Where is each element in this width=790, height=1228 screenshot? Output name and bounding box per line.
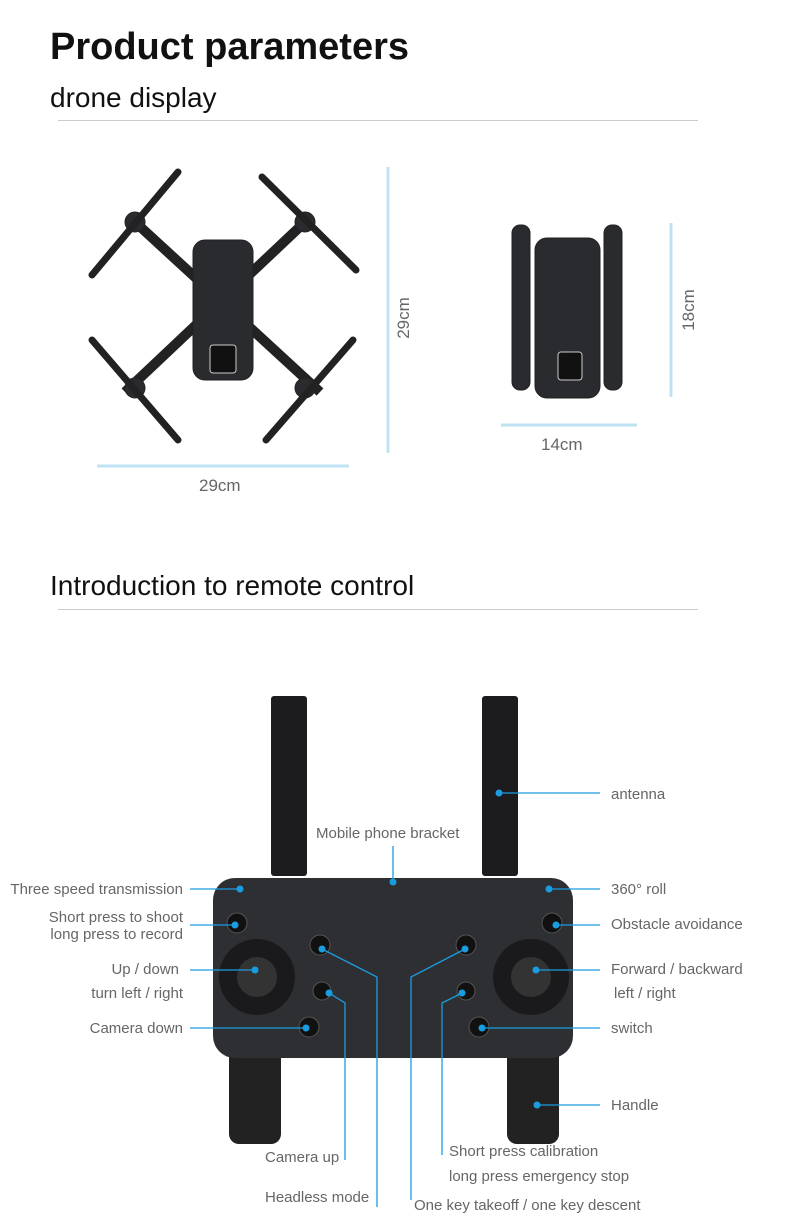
unfolded-length: 29cm xyxy=(393,297,413,339)
label-calib-2: long press emergency stop xyxy=(449,1168,630,1185)
remote-control-image xyxy=(213,696,573,1144)
label-three-speed: Three speed transmission xyxy=(10,881,183,898)
antenna-right xyxy=(482,696,518,876)
label-antenna: antenna xyxy=(611,786,666,803)
label-obstacle: Obstacle avoidance xyxy=(611,916,743,933)
unfolded-width: 29cm xyxy=(199,476,241,495)
divider xyxy=(58,120,698,121)
callout-lines xyxy=(190,792,600,1207)
label-bracket: Mobile phone bracket xyxy=(316,825,460,842)
folded-width: 14cm xyxy=(541,435,583,454)
drone-folded-image xyxy=(511,224,623,399)
label-turn: turn left / right xyxy=(91,985,183,1002)
divider xyxy=(58,609,698,610)
label-calib-1: Short press calibration xyxy=(449,1143,599,1160)
label-camera-up: Camera up xyxy=(265,1149,340,1166)
label-roll: 360° roll xyxy=(611,881,667,898)
drone-unfolded-image xyxy=(88,168,360,444)
label-switch: switch xyxy=(611,1020,653,1037)
label-leftright: left / right xyxy=(614,985,676,1002)
label-camera-down: Camera down xyxy=(89,1020,183,1037)
label-headless: Headless mode xyxy=(265,1189,370,1206)
section-title-drone: drone display xyxy=(50,82,217,113)
folded-length: 18cm xyxy=(678,289,698,331)
antenna-left xyxy=(271,696,307,876)
dimension-lines xyxy=(97,167,673,468)
label-updown: Up / down xyxy=(111,961,179,978)
section-title-remote: Introduction to remote control xyxy=(50,570,415,601)
label-forward: Forward / backward xyxy=(611,961,743,978)
callout-dots xyxy=(231,789,560,1109)
label-shoot-2: long press to record xyxy=(50,926,183,943)
page-title: Product parameters xyxy=(50,26,410,68)
label-takeoff: One key takeoff / one key descent xyxy=(414,1197,641,1214)
label-shoot-1: Short press to shoot xyxy=(48,909,183,926)
label-handle: Handle xyxy=(611,1097,659,1114)
